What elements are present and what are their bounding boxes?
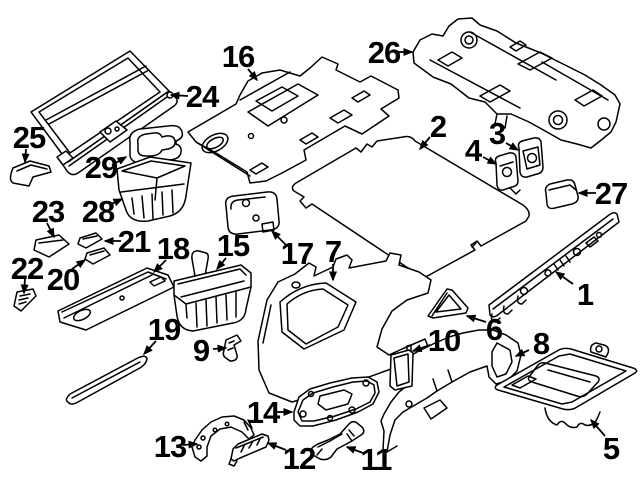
callout-arrow-10: [411, 344, 431, 352]
callout-label-4: 4: [465, 133, 483, 168]
part-23-drawing: [33, 234, 70, 258]
callout-label-13: 13: [154, 429, 187, 464]
callout-arrow-18: [152, 259, 167, 274]
callout-label-8: 8: [533, 326, 550, 361]
part-21-drawing: [77, 232, 103, 249]
callout-arrow-17: [270, 229, 287, 246]
part-19-drawing: [65, 355, 148, 405]
callout-arrow-24: [169, 91, 189, 100]
callout-label-10: 10: [428, 323, 460, 358]
part-6-drawing: [427, 288, 469, 319]
callout-label-20: 20: [47, 262, 79, 297]
callout-label-27: 27: [595, 176, 627, 211]
part-2-drawing: [291, 135, 530, 278]
part-12-drawing: [228, 433, 270, 467]
part-27-drawing: [544, 179, 579, 210]
part-22-drawing: [13, 288, 37, 312]
part-3-drawing: [517, 137, 544, 178]
callout-arrow-16: [247, 68, 258, 82]
callout-label-22: 22: [11, 251, 43, 286]
callout-label-9: 9: [193, 333, 210, 368]
callout-label-14: 14: [247, 395, 281, 430]
callout-arrow-13: [182, 440, 199, 449]
callout-arrow-28: [108, 198, 124, 207]
callout-label-18: 18: [157, 231, 190, 266]
callout-arrow-11: [345, 446, 364, 454]
callout-label-3: 3: [489, 116, 506, 151]
callout-label-17: 17: [281, 236, 313, 271]
callout-label-26: 26: [368, 35, 401, 70]
part-16-drawing: [187, 56, 400, 184]
part-4-drawing: [494, 152, 521, 195]
callout-arrow-20: [71, 259, 87, 270]
callout-label-29: 29: [85, 150, 118, 185]
callout-arrow-9: [212, 344, 228, 353]
callout-label-15: 15: [217, 228, 250, 263]
part-5-drawing: [494, 342, 638, 429]
part-24-drawing: [30, 50, 178, 176]
callout-label-7: 7: [325, 234, 341, 269]
callout-label-2: 2: [430, 109, 446, 144]
part-14-drawing: [293, 376, 380, 427]
callout-label-16: 16: [222, 39, 255, 74]
part-10-drawing: [389, 344, 414, 391]
callout-label-11: 11: [361, 442, 393, 477]
callout-label-1: 1: [577, 277, 594, 312]
part-11-drawing: [310, 420, 365, 461]
callout-arrow-15: [216, 257, 227, 271]
callout-label-28: 28: [82, 194, 115, 229]
callout-arrow-8: [514, 348, 530, 357]
callout-arrow-22: [20, 278, 29, 295]
callout-arrow-3: [505, 142, 520, 151]
callout-label-24: 24: [186, 79, 220, 114]
callout-label-25: 25: [13, 120, 46, 155]
part-20-drawing: [84, 247, 111, 265]
part-15-drawing: [173, 250, 252, 332]
callout-arrow-25: [21, 148, 30, 164]
part-1-drawing: [488, 211, 620, 323]
callout-arrow-19: [142, 340, 157, 356]
callout-arrow-4: [482, 156, 498, 165]
callout-arrow-6: [465, 314, 487, 323]
callout-label-5: 5: [603, 431, 620, 466]
callout-label-21: 21: [118, 224, 151, 259]
parts-illustration: [9, 17, 638, 467]
part-25-drawing: [9, 160, 52, 187]
callout-label-23: 23: [32, 194, 65, 229]
part-7-drawing: [257, 252, 432, 403]
part-26-drawing: [412, 17, 621, 149]
part-8-drawing: [380, 329, 522, 453]
part-9-drawing: [222, 334, 242, 362]
part-13-drawing: [191, 415, 255, 462]
callout-arrow-29: [111, 156, 128, 166]
callout-label-12: 12: [283, 441, 315, 476]
callout-arrow-12: [266, 442, 287, 451]
callout-label-6: 6: [486, 312, 503, 347]
callout-arrow-1: [554, 271, 574, 285]
callout-label-19: 19: [148, 312, 181, 347]
part-28-drawing: [116, 156, 192, 223]
callout-arrow-5: [590, 418, 606, 437]
callout-arrow-23: [46, 222, 55, 239]
callout-arrow-2: [419, 136, 431, 151]
